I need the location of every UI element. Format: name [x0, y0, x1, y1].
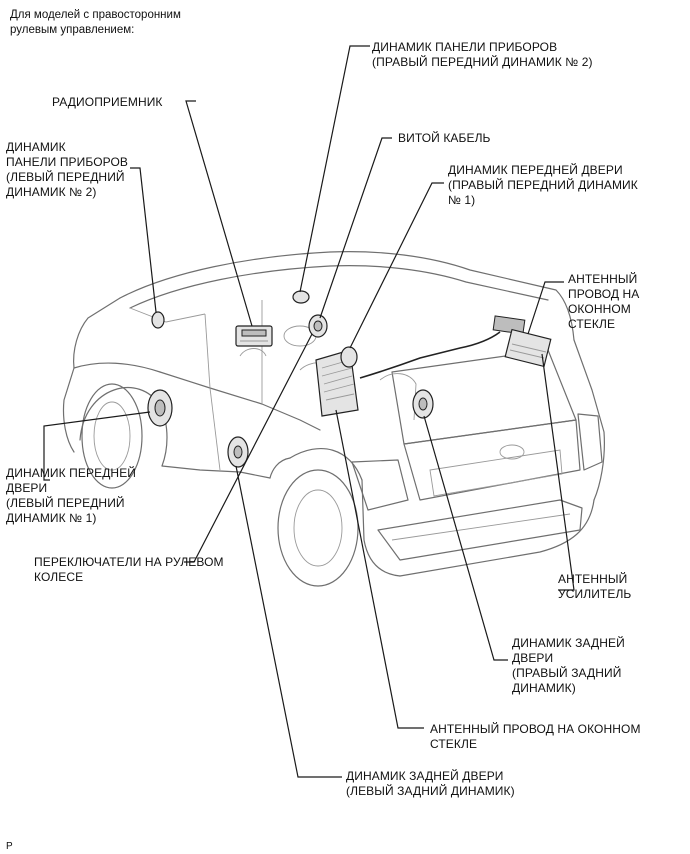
- antenna-amplifier-part: [504, 328, 552, 368]
- dash-speakers: [151, 290, 310, 329]
- label-antenna-amplifier: АНТЕННЫЙ УСИЛИТЕЛЬ: [558, 572, 632, 601]
- figure-code: P: [6, 841, 13, 852]
- label-steering-pad-switch: ПЕРЕКЛЮЧАТЕЛИ НА РУЛЕВОМ КОЛЕСЕ: [34, 555, 224, 584]
- label-dash-speaker-left: ДИНАМИК ПАНЕЛИ ПРИБОРОВ (ЛЕВЫЙ ПЕРЕДНИЙ …: [6, 140, 129, 199]
- label-front-door-speaker-left: ДИНАМИК ПЕРЕДНЕЙ ДВЕРИ (ЛЕВЫЙ ПЕРЕДНИЙ Д…: [6, 466, 137, 525]
- model-note: Для моделей с правосторонним рулевым упр…: [10, 9, 181, 36]
- label-radio-receiver: РАДИОПРИЕМНИК: [52, 95, 163, 109]
- label-rear-door-speaker-right: ДИНАМИК ЗАДНЕЙ ДВЕРИ (ПРАВЫЙ ЗАДНИЙ ДИНА…: [512, 636, 625, 695]
- antenna-wire-rear: [359, 315, 526, 379]
- door-speakers: [147, 346, 434, 468]
- label-antenna-wire-glass-lower: АНТЕННЫЙ ПРОВОД НА ОКОННОМ СТЕКЛЕ: [430, 722, 641, 751]
- steering-parts: [308, 314, 328, 338]
- label-antenna-wire-glass-upper: АНТЕННЫЙ ПРОВОД НА ОКОННОМ СТЕКЛЕ: [568, 272, 640, 331]
- label-dash-speaker-right: ДИНАМИК ПАНЕЛИ ПРИБОРОВ (ПРАВЫЙ ПЕРЕДНИЙ…: [372, 40, 593, 69]
- radio-receiver-part: [235, 325, 273, 347]
- label-rear-door-speaker-left: ДИНАМИК ЗАДНЕЙ ДВЕРИ (ЛЕВЫЙ ЗАДНИЙ ДИНАМ…: [346, 769, 515, 798]
- vehicle-body: [62, 251, 605, 587]
- leader-lines: [43, 45, 575, 778]
- label-front-door-speaker-right: ДИНАМИК ПЕРЕДНЕЙ ДВЕРИ (ПРАВЫЙ ПЕРЕДНИЙ …: [448, 163, 638, 207]
- label-spiral-cable: ВИТОЙ КАБЕЛЬ: [398, 131, 491, 145]
